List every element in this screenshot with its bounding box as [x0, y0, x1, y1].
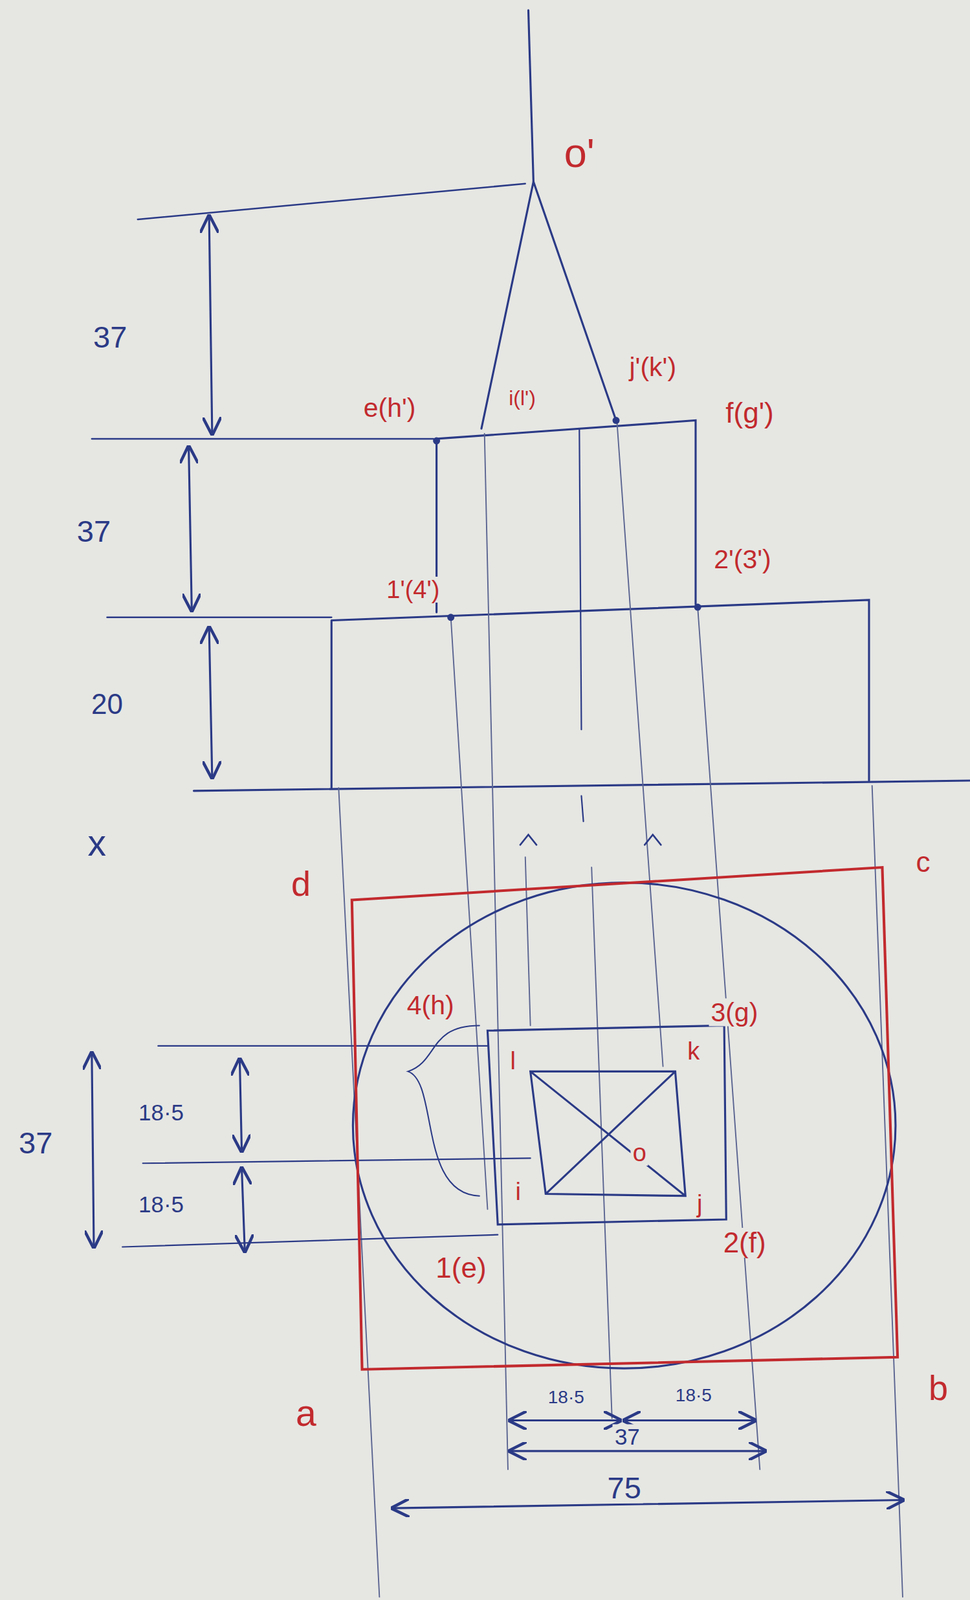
point-label: l: [508, 1047, 518, 1074]
point-label: 3(g): [708, 997, 760, 1026]
dimension-line: [239, 1058, 242, 1151]
direction-arrow: [520, 834, 662, 846]
dimension-line: [509, 1419, 620, 1422]
axis-label: x: [85, 823, 109, 862]
point-label: c: [913, 847, 932, 877]
dimension-label: 18·5: [136, 1100, 186, 1125]
dimension-label: 18·5: [546, 1387, 587, 1407]
dimension-label: 37: [612, 1424, 642, 1449]
dimension-line: [209, 216, 213, 434]
dimension-label: 18·5: [136, 1191, 186, 1216]
pyramid-plan: [530, 1070, 686, 1196]
dimension-line: [624, 1419, 756, 1422]
base-elevation: [331, 599, 870, 788]
point-label: 4(h): [405, 990, 457, 1019]
point-label: o': [562, 132, 597, 175]
point-dot: [432, 437, 441, 445]
dimension-label: 20: [89, 689, 125, 719]
point-label: 1(e): [433, 1252, 488, 1283]
point-label: e(h'): [361, 394, 419, 422]
prism-plan: [487, 1025, 727, 1224]
point-label: 1'(4'): [384, 576, 442, 603]
point-label: i: [513, 1178, 523, 1205]
dimension-label: 37: [16, 1126, 55, 1159]
point-label: b: [926, 1369, 950, 1406]
point-label: i(l'): [506, 386, 538, 409]
point-dot: [694, 603, 702, 611]
prism-elevation: [436, 420, 696, 613]
point-label: j: [694, 1190, 705, 1217]
dimension-line: [188, 447, 193, 611]
point-label: j'(k'): [627, 353, 679, 382]
dimension-line: [242, 1168, 246, 1251]
point-label: 2(f): [721, 1227, 769, 1258]
pyramid-elevation: [481, 181, 617, 430]
point-label: d: [289, 865, 313, 902]
dimension-label: 75: [605, 1471, 644, 1504]
extension-line: [91, 438, 434, 441]
dimension-line: [392, 1499, 903, 1509]
point-dot: [447, 613, 455, 621]
base-square-plan: [352, 867, 898, 1370]
axis-line: [528, 10, 534, 182]
axis-line: [579, 428, 582, 730]
bracket: [407, 1025, 479, 1196]
base-circle-plan: [352, 882, 896, 1368]
axis-line: [581, 795, 584, 822]
dimension-line: [509, 1449, 765, 1452]
point-label: k: [685, 1037, 702, 1064]
extension-line: [137, 183, 526, 220]
point-label: o: [630, 1139, 649, 1166]
xy-line: [193, 780, 970, 791]
point-dot: [612, 416, 620, 424]
dimension-line: [209, 627, 213, 778]
point-label: 2'(3'): [711, 544, 774, 573]
dimension-label: 37: [75, 514, 113, 547]
point-label: f(g'): [723, 397, 776, 428]
dimension-label: 37: [91, 320, 129, 353]
dimension-line: [91, 1052, 94, 1247]
extension-line: [107, 616, 332, 619]
point-label: a: [293, 1393, 319, 1433]
dimension-label: 18·5: [673, 1385, 714, 1405]
